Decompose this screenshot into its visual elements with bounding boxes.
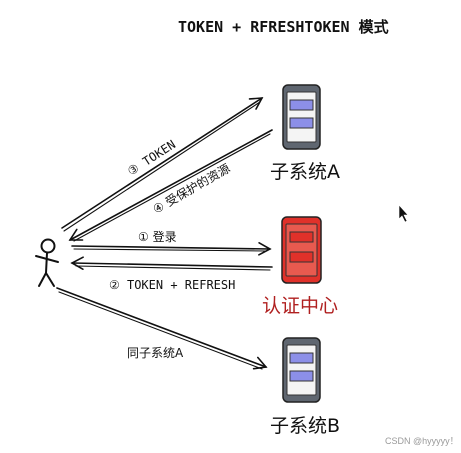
watermark-text: CSDN @hyyyyy！ bbox=[385, 436, 459, 446]
arrow-label-step5: 同子系统A bbox=[127, 346, 184, 360]
subsystem-a-label: 子系统A bbox=[270, 161, 340, 183]
arrow-token-refresh-to-user bbox=[70, 256, 273, 271]
arrow-login-to-auth-center bbox=[71, 242, 272, 256]
auth-center-label: 认证中心 bbox=[262, 295, 338, 317]
arrow-label-step1: ① 登录 bbox=[138, 229, 177, 244]
subsystem-b-label: 子系统B bbox=[270, 415, 340, 437]
arrow-label-step2: ② TOKEN + REFRESH bbox=[109, 278, 235, 292]
arrow-token-to-subsystem-a bbox=[61, 97, 264, 232]
arrow-label-step4: ④ 受保护的资源 bbox=[150, 160, 232, 216]
user-stick-figure-icon bbox=[35, 238, 59, 287]
subsystem-b-device-icon bbox=[282, 337, 321, 403]
auth-center-device-icon bbox=[281, 216, 322, 284]
subsystem-a-device-icon bbox=[282, 84, 321, 150]
mouse-cursor-icon bbox=[398, 204, 409, 223]
arrow-protected-resource-to-user bbox=[68, 129, 273, 242]
diagram-title: TOKEN + RFRESHTOKEN 模式 bbox=[178, 18, 389, 36]
arrow-to-subsystem-b bbox=[56, 287, 268, 370]
